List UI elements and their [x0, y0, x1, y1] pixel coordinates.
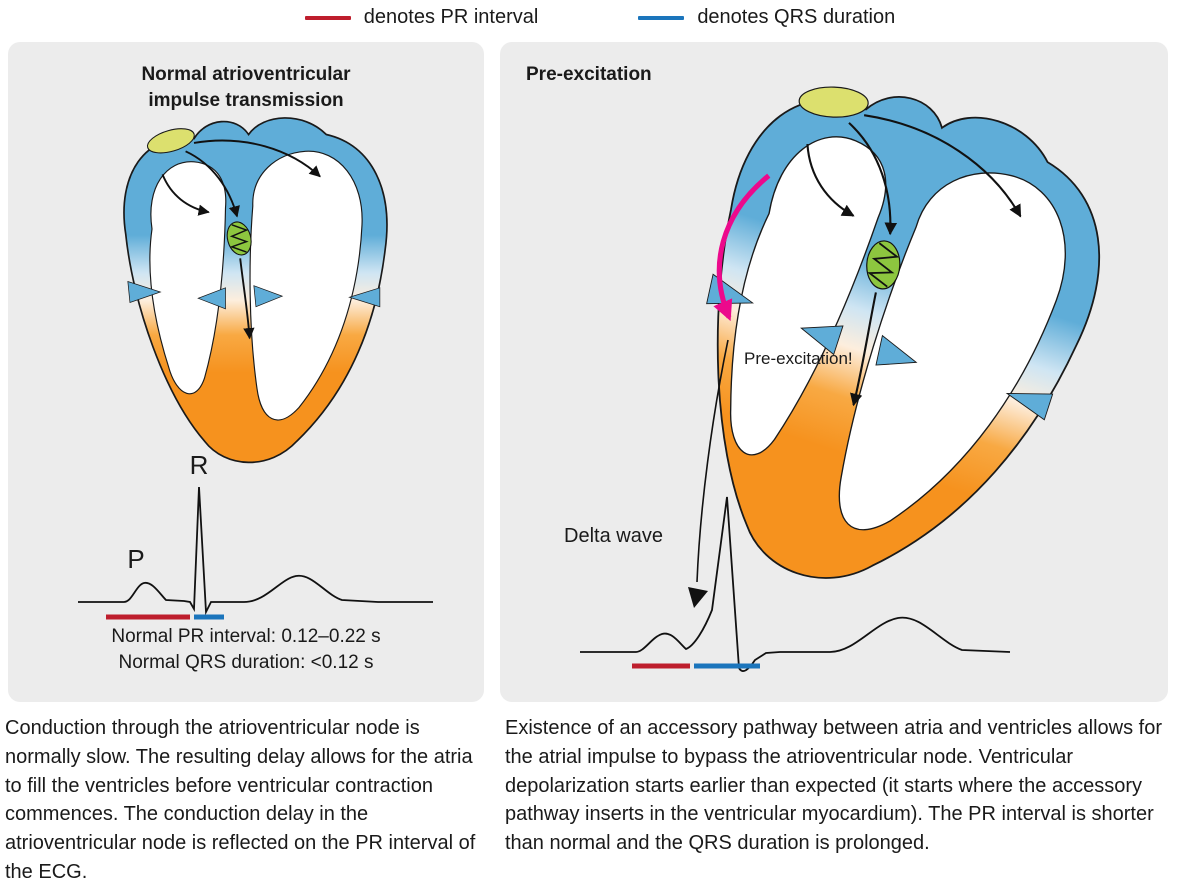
normal-conduction-diagram: P R [78, 117, 433, 620]
sa-node [146, 128, 195, 154]
legend-item-pr: denotes PR interval [304, 6, 539, 29]
panel-normal-conduction: Normal atrioventricular impulse transmis… [8, 42, 484, 702]
delta-wave-label: Delta wave [564, 525, 663, 547]
legend: denotes PR interval denotes QRS duration [0, 6, 1200, 29]
pre-excitation-diagram: Pre-excitation! Delta wave [564, 86, 1100, 672]
heart-normal [123, 117, 388, 464]
qrs-color-swatch-icon [638, 15, 685, 20]
legend-item-qrs: denotes QRS duration [638, 6, 895, 29]
accessory-pathway-line [696, 339, 729, 583]
ecg-normal-values: Normal PR interval: 0.12–0.22 s Normal Q… [8, 624, 484, 676]
qrs-duration-note: Normal QRS duration: <0.12 s [118, 651, 374, 673]
caption-normal-conduction: Conduction through the atrioventricular … [5, 717, 476, 883]
qrs-legend-label: denotes QRS duration [697, 6, 896, 28]
panel-pre-excitation: Pre-excitation [500, 42, 1168, 702]
left-panel-title: Normal atrioventricular impulse transmis… [8, 42, 484, 113]
av-node [226, 221, 252, 256]
delta-wave-pointer-icon [688, 587, 708, 608]
right-panel-title: Pre-excitation [526, 64, 652, 85]
pr-interval-note: Normal PR interval: 0.12–0.22 s [111, 625, 381, 647]
ecg-trace-preexcitation [580, 496, 1011, 672]
pre-excitation-label: Pre-excitation! [744, 349, 853, 368]
r-wave-label: R [190, 450, 209, 480]
accessory-pathway-arrow [713, 173, 771, 322]
ecg-preexcitation [580, 496, 1011, 672]
conduction-arrows [806, 114, 1022, 407]
ecg-normal: P R [78, 450, 433, 620]
left-panel-title-line2: impulse transmission [148, 89, 344, 111]
pr-color-swatch-icon [304, 15, 351, 20]
p-wave-label: P [127, 544, 144, 574]
heart-preexcited [706, 86, 1100, 579]
valve-leaflets [127, 280, 381, 310]
conduction-arrows [161, 139, 321, 340]
av-node [866, 240, 901, 290]
heart-cavity-right [249, 150, 363, 421]
ecg-trace-normal [78, 486, 433, 616]
sa-node [798, 86, 869, 118]
pr-legend-label: denotes PR interval [363, 6, 539, 28]
left-panel-title-line1: Normal atrioventricular [141, 64, 351, 85]
caption-pre-excitation: Existence of an accessory pathway betwee… [505, 717, 1163, 855]
